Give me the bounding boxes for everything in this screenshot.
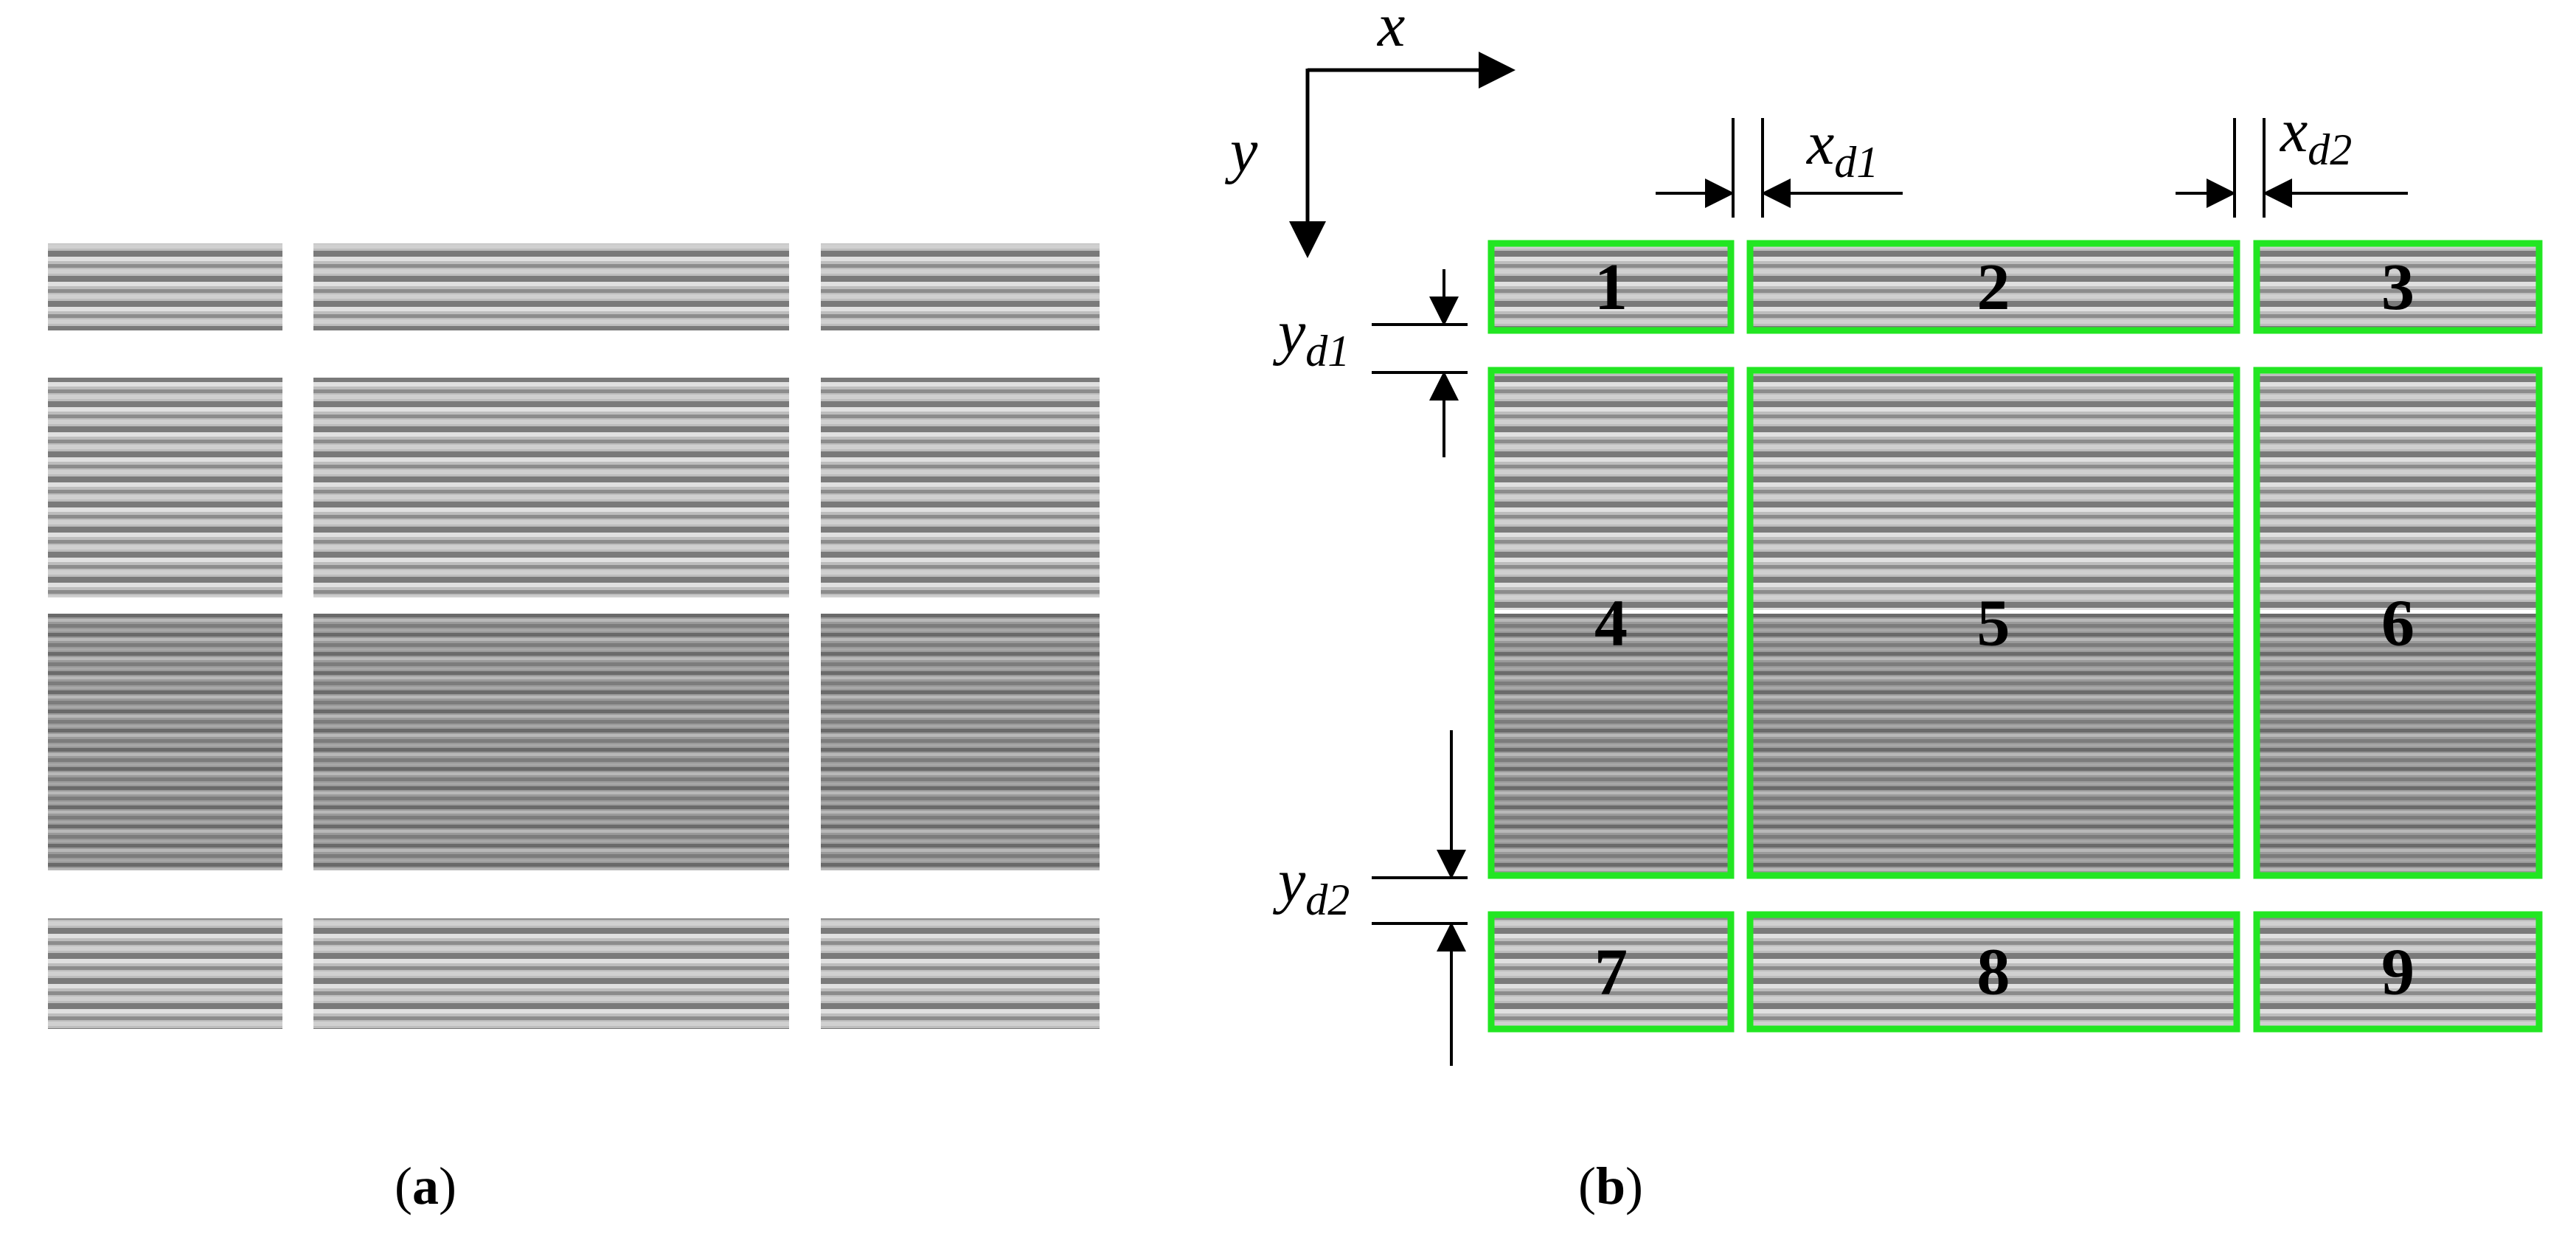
region-number-label: 9 xyxy=(2381,936,2414,1009)
region-texture xyxy=(1491,370,1731,610)
region-number-label: 3 xyxy=(2381,251,2414,324)
yd1-label: yd1 xyxy=(1272,298,1350,375)
region-texture xyxy=(2257,370,2539,610)
region-outline xyxy=(1746,367,2240,879)
panel-a-tile xyxy=(313,378,789,597)
panel-a-tile xyxy=(48,243,282,330)
panel-b-caption: (b) xyxy=(1578,1157,1643,1216)
y-axis-label: y xyxy=(1224,117,1258,185)
region-2: 2 xyxy=(1746,240,2240,334)
region-texture xyxy=(1750,370,2237,610)
panel-b-seam xyxy=(1491,609,2539,617)
panel-a-tile xyxy=(821,918,1100,1029)
region-1: 1 xyxy=(1487,240,1735,334)
region-texture xyxy=(1750,915,2237,1029)
region-8: 8 xyxy=(1746,911,2240,1033)
region-outline xyxy=(1746,240,2240,334)
region-outline xyxy=(1487,911,1735,1033)
panel-b-image: 1 2 3 4 5 6 7 8 9 xyxy=(1487,240,2543,1033)
panel-a-tile xyxy=(48,614,282,870)
region-3: 3 xyxy=(2253,240,2543,334)
panel-a-caption: (a) xyxy=(395,1157,456,1216)
panel-a-tile xyxy=(821,378,1100,597)
dimension-xd1 xyxy=(1656,118,1903,218)
panel-a-tile xyxy=(48,378,282,597)
region-texture xyxy=(1491,243,1731,330)
region-texture xyxy=(2257,243,2539,330)
region-number-label: 5 xyxy=(1977,587,2010,660)
dimension-yd2 xyxy=(1372,730,1468,1066)
coordinate-axes: x y xyxy=(1224,0,1516,258)
region-number-label: 2 xyxy=(1977,251,2010,324)
panel-a-image xyxy=(48,243,1100,1029)
region-outline xyxy=(2253,911,2543,1033)
region-9: 9 xyxy=(2253,911,2543,1033)
yd2-label: yd2 xyxy=(1272,847,1350,924)
region-outline xyxy=(1487,240,1735,334)
x-axis-label: x xyxy=(1376,0,1405,60)
panel-a-tile xyxy=(821,614,1100,870)
panel-a-tile xyxy=(313,614,789,870)
panel-a-tile xyxy=(48,918,282,1029)
region-texture xyxy=(2257,614,2539,876)
panel-a-tile xyxy=(313,918,789,1029)
region-4: 4 xyxy=(1487,367,1735,879)
region-number-label: 6 xyxy=(2381,587,2414,660)
panel-a-seam xyxy=(48,603,1100,612)
region-outline xyxy=(1487,367,1735,879)
region-texture xyxy=(2257,915,2539,1029)
xd1-label: xd1 xyxy=(1805,109,1878,187)
region-number-label: 1 xyxy=(1594,251,1628,324)
panel-a-tile xyxy=(821,243,1100,330)
region-number-label: 8 xyxy=(1977,936,2010,1009)
panel-a-tile xyxy=(313,243,789,330)
xd2-label: xd2 xyxy=(2279,97,2352,174)
region-texture xyxy=(1750,614,2237,876)
region-texture xyxy=(1491,614,1731,876)
dimension-xd2 xyxy=(2176,118,2408,218)
region-outline xyxy=(1746,911,2240,1033)
region-texture xyxy=(1491,915,1731,1029)
region-number-label: 7 xyxy=(1594,936,1628,1009)
region-outline xyxy=(2253,240,2543,334)
region-number-label: 4 xyxy=(1594,587,1628,660)
region-5: 5 xyxy=(1746,367,2240,879)
region-texture xyxy=(1750,243,2237,330)
region-7: 7 xyxy=(1487,911,1735,1033)
region-outline xyxy=(2253,367,2543,879)
region-6: 6 xyxy=(2253,367,2543,879)
dimension-yd1 xyxy=(1372,269,1468,457)
